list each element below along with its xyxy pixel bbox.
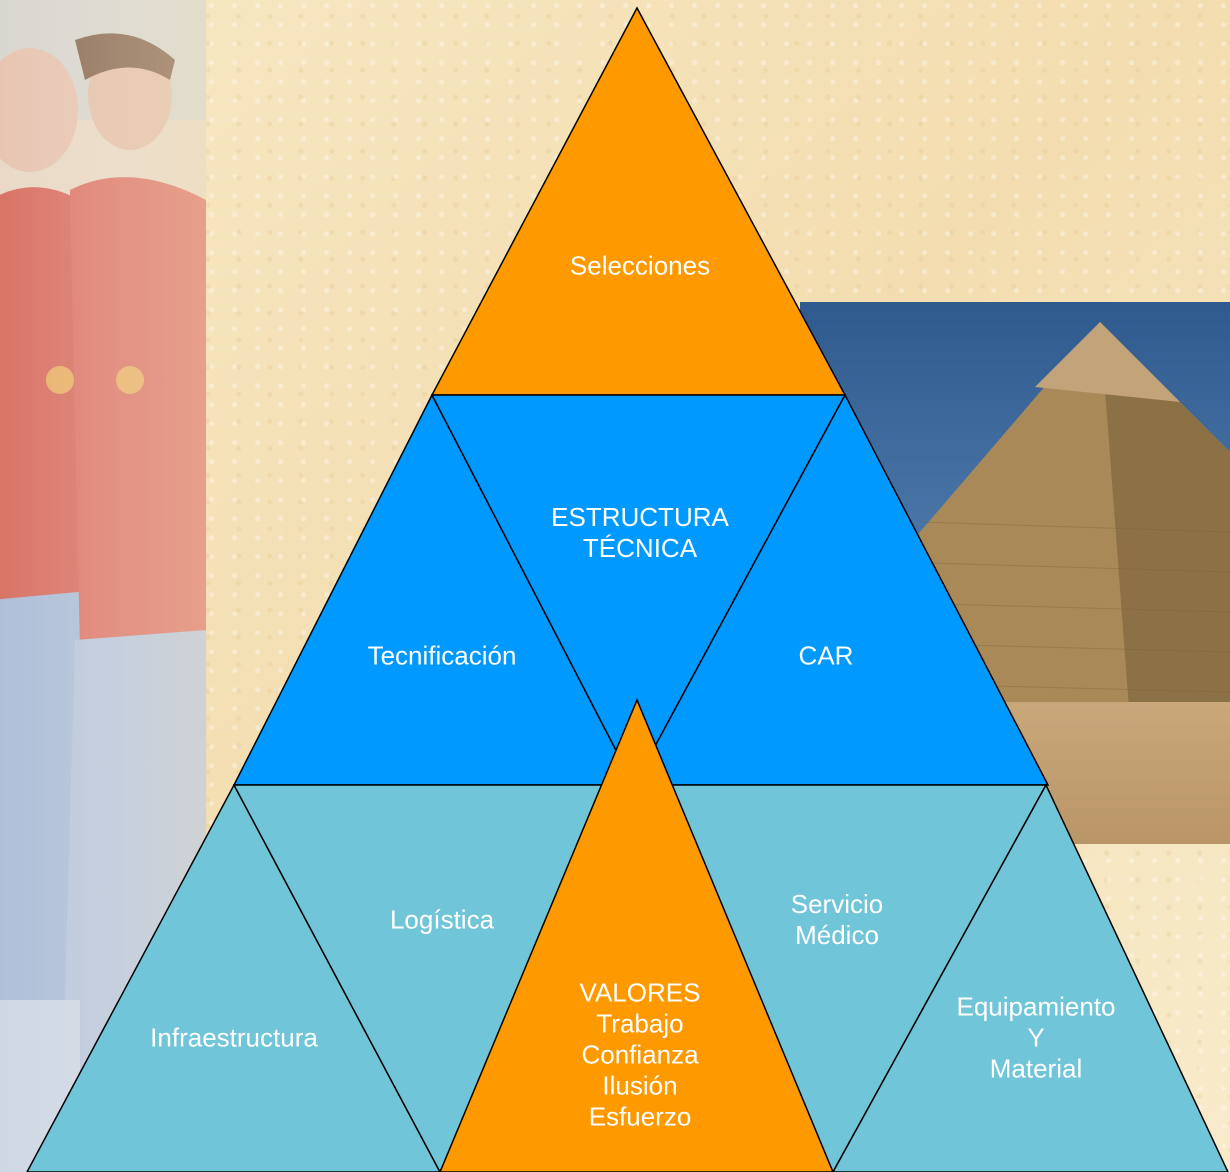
label-selecciones: Selecciones [569, 250, 711, 281]
label-equipamiento-material: Equipamiento Y Material [956, 991, 1116, 1084]
label-valores: VALORES Trabajo Confianza Ilusión Esfuer… [579, 977, 701, 1132]
label-infraestructura: Infraestructura [150, 1022, 318, 1053]
tri-valores [439, 698, 834, 1172]
label-car: CAR [798, 640, 854, 671]
tri-selecciones [430, 6, 847, 396]
players-photo [0, 0, 206, 1172]
label-servicio-medico: Servicio Médico [790, 889, 884, 950]
label-tecnificacion: Tecnificación [367, 640, 517, 671]
tri-equipamiento [832, 783, 1229, 1172]
players-photo-art [0, 0, 206, 1172]
label-logistica: Logística [389, 904, 495, 935]
label-estructura-tecnica: ESTRUCTURA TÉCNICA [551, 502, 729, 563]
